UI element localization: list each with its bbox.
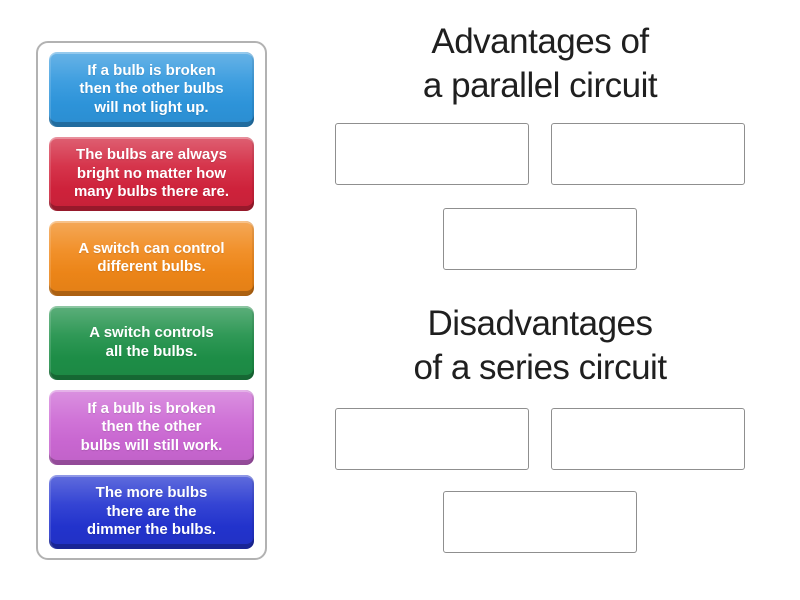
drop-slot-advantages-1[interactable] — [335, 123, 529, 185]
drop-slot-advantages-3[interactable] — [443, 208, 637, 270]
slot-row — [443, 491, 637, 553]
drop-slot-advantages-2[interactable] — [551, 123, 745, 185]
drop-slot-disadvantages-2[interactable] — [551, 408, 745, 470]
slot-row — [443, 208, 637, 270]
drop-slot-disadvantages-1[interactable] — [335, 408, 529, 470]
slot-row — [335, 123, 745, 185]
drop-slot-disadvantages-3[interactable] — [443, 491, 637, 553]
slot-row — [335, 408, 745, 470]
